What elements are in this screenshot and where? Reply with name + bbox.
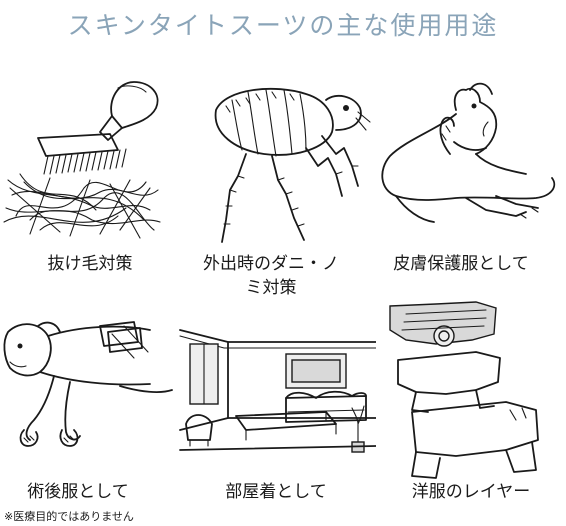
usage-label-post-surgery: 術後服として: [27, 482, 129, 502]
page-title: スキンタイトスーツの主な使用用途: [67, 11, 499, 40]
grooming-brush-icon: [3, 81, 161, 239]
usage-item-skin-protection: 皮膚保護服として: [376, 70, 566, 274]
usage-label-shedding: 抜け毛対策: [47, 254, 133, 274]
layered-clothes-icon: [389, 301, 539, 479]
flea-icon: [214, 87, 371, 243]
dog-scratching-icon: [381, 82, 556, 223]
usage-item-post-surgery: 術後服として: [0, 312, 180, 502]
bandaged-dog-icon: [3, 321, 173, 447]
usage-item-loungewear: 部屋着として: [176, 312, 376, 502]
usage-item-ticks-fleas: 外出時のダニ・ノミ対策: [186, 70, 376, 298]
usage-label-skin-protection: 皮膚保護服として: [393, 254, 529, 274]
usage-label-ticks-fleas: 外出時のダニ・ノミ対策: [203, 254, 339, 298]
usage-label-clothing-layer: 洋服のレイヤー: [411, 482, 531, 502]
living-room-icon: [179, 329, 376, 453]
usage-item-clothing-layer: 洋服のレイヤー: [376, 300, 566, 502]
usage-label-loungewear: 部屋着として: [225, 482, 327, 502]
footnote: ※医療目的ではありません: [4, 510, 134, 523]
usage-item-shedding: 抜け毛対策: [0, 70, 180, 274]
